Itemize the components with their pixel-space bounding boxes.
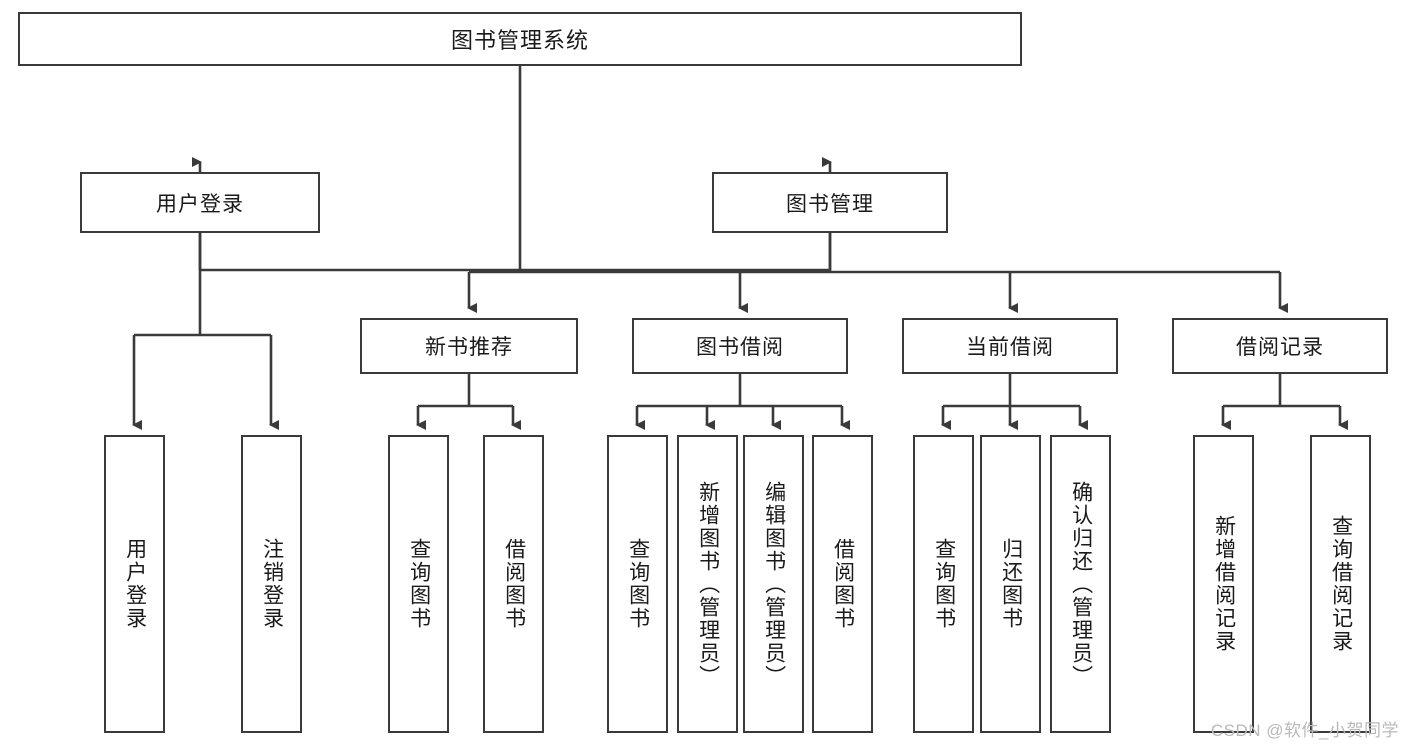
leaf-current-query-book[interactable]: 查询图书 <box>913 435 974 733</box>
leaf-label: 查询图书 <box>407 538 431 630</box>
leaf-label: 借阅图书 <box>502 538 526 630</box>
node-root-system[interactable]: 图书管理系统 <box>18 12 1022 66</box>
leaf-user-login[interactable]: 用户登录 <box>104 435 165 733</box>
leaf-label: 归还图书 <box>999 538 1023 630</box>
node-current-borrow[interactable]: 当前借阅 <box>902 318 1118 374</box>
node-label: 用户登录 <box>156 192 244 216</box>
leaf-borrow-query-book[interactable]: 查询图书 <box>607 435 668 733</box>
leaf-label: 查询图书 <box>626 538 650 630</box>
leaf-label: 新增图书（管理员） <box>696 480 720 688</box>
node-book-management[interactable]: 图书管理 <box>712 172 948 233</box>
leaf-record-add-record[interactable]: 新增借阅记录 <box>1193 435 1254 733</box>
leaf-recommend-borrow-book[interactable]: 借阅图书 <box>483 435 544 733</box>
node-label: 借阅记录 <box>1236 336 1324 359</box>
node-user-login[interactable]: 用户登录 <box>80 172 320 233</box>
leaf-label: 查询图书 <box>932 538 956 630</box>
leaf-label: 用户登录 <box>123 538 147 630</box>
node-label: 图书借阅 <box>696 336 784 359</box>
node-label: 图书管理 <box>786 192 874 216</box>
node-label: 图书管理系统 <box>450 28 589 53</box>
leaf-borrow-add-book-admin[interactable]: 新增图书（管理员） <box>677 435 738 733</box>
watermark: CSDN @软件_小贺同学 <box>1210 721 1399 740</box>
leaf-current-confirm-return-admin[interactable]: 确认归还（管理员） <box>1050 435 1111 733</box>
leaf-borrow-edit-book-admin[interactable]: 编辑图书（管理员） <box>743 435 804 733</box>
leaf-current-return-book[interactable]: 归还图书 <box>980 435 1041 733</box>
node-new-book-recommend[interactable]: 新书推荐 <box>360 318 578 374</box>
leaf-label: 确认归还（管理员） <box>1069 480 1093 688</box>
leaf-recommend-query-book[interactable]: 查询图书 <box>388 435 449 733</box>
node-book-borrow[interactable]: 图书借阅 <box>632 318 848 374</box>
leaf-record-query-record[interactable]: 查询借阅记录 <box>1310 435 1371 733</box>
node-borrow-record[interactable]: 借阅记录 <box>1172 318 1388 374</box>
leaf-borrow-borrow-book[interactable]: 借阅图书 <box>812 435 873 733</box>
leaf-label: 新增借阅记录 <box>1212 515 1236 653</box>
node-label: 新书推荐 <box>425 336 513 359</box>
leaf-label: 编辑图书（管理员） <box>762 480 786 688</box>
leaf-label: 注销登录 <box>260 538 284 630</box>
leaf-user-logout[interactable]: 注销登录 <box>241 435 302 733</box>
node-label: 当前借阅 <box>966 336 1054 359</box>
leaf-label: 查询借阅记录 <box>1329 515 1353 653</box>
leaf-label: 借阅图书 <box>831 538 855 630</box>
